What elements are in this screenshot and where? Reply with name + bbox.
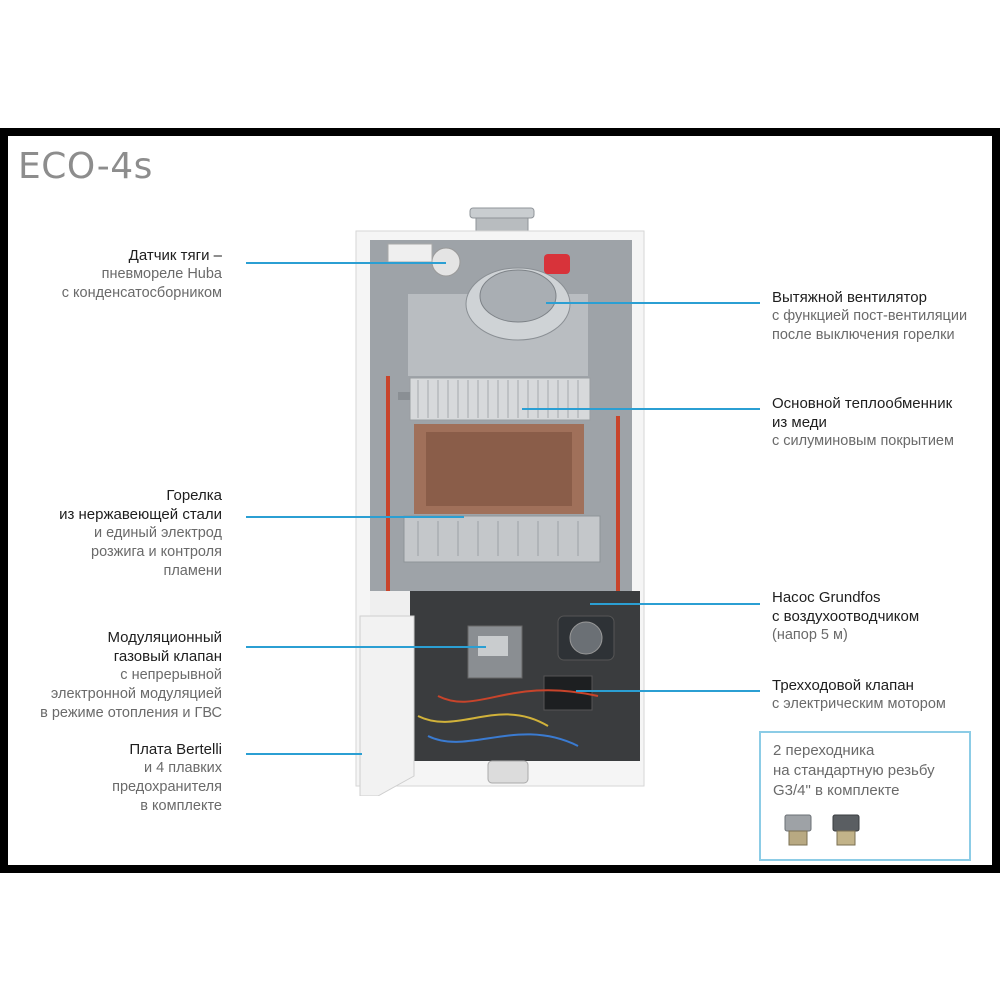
callout-board-line: предохранителя <box>112 779 222 795</box>
callout-burner-line: розжига и контроля <box>91 544 222 560</box>
adapters-line: 2 переходника <box>773 742 875 759</box>
callout-draft-sensor-line: с конденсатосборником <box>61 285 222 301</box>
leader-line <box>246 516 464 518</box>
callout-pump: Насос Grundfos с воздухоотводчиком (напо… <box>772 588 919 645</box>
callout-draft-sensor-title: Датчик тяги – <box>128 247 222 264</box>
callout-fan: Вытяжной вентилятор с функцией пост-вент… <box>772 288 967 345</box>
callout-burner-line: пламени <box>163 563 222 579</box>
callout-heat-exchanger-line: с силуминовым покрытием <box>772 433 954 449</box>
callout-draft-sensor: Датчик тяги – пневмореле Huba с конденса… <box>62 246 222 303</box>
callout-burner-line: и единый электрод <box>93 525 222 541</box>
callout-heat-exchanger-title: Основной теплообменник <box>772 395 953 412</box>
callout-board-line: в комплекте <box>140 798 222 814</box>
callout-three-way-valve: Трехходовой клапан с электрическим мотор… <box>772 676 946 714</box>
adapters-text: 2 переходника на стандартную резьбу G3/4… <box>773 741 935 801</box>
model-title: ECO-4s <box>18 146 153 187</box>
callout-gas-valve-title: Модуляционный <box>107 629 222 646</box>
callout-heat-exchanger-title2: из меди <box>772 414 827 431</box>
callout-gas-valve-line: в режиме отопления и ГВС <box>40 705 222 721</box>
boiler-illustration <box>355 207 645 796</box>
leader-line <box>246 646 486 648</box>
callout-board: Плата Bertelli и 4 плавких предохранител… <box>112 740 222 816</box>
leader-line <box>576 690 760 692</box>
callout-draft-sensor-line: пневмореле Huba <box>101 266 222 282</box>
adapters-line: на стандартную резьбу <box>773 762 935 779</box>
leader-line <box>246 753 362 755</box>
leader-line <box>522 408 760 410</box>
callout-burner: Горелка из нержавеющей стали и единый эл… <box>59 486 222 581</box>
callout-board-line: и 4 плавких <box>144 760 222 776</box>
adapter-fitting-icon <box>784 814 812 846</box>
adapters-line: G3/4" в комплекте <box>773 782 900 799</box>
callout-heat-exchanger: Основной теплообменник из меди с силумин… <box>772 394 954 451</box>
callout-pump-title2: с воздухоотводчиком <box>772 608 920 625</box>
adapters-box: 2 переходника на стандартную резьбу G3/4… <box>759 731 971 861</box>
infographic-panel: ECO-4s <box>8 136 992 865</box>
adapter-fitting-icon <box>832 814 860 846</box>
callout-gas-valve: Модуляционный газовый клапан с непрерывн… <box>40 628 222 723</box>
callout-board-title: Плата Bertelli <box>129 741 222 758</box>
callout-fan-line: с функцией пост-вентиляции <box>772 308 968 324</box>
leader-line <box>246 262 446 264</box>
callout-three-way-valve-title: Трехходовой клапан <box>772 677 914 694</box>
callout-fan-title: Вытяжной вентилятор <box>772 289 927 306</box>
callout-fan-line: после выключения горелки <box>772 327 955 343</box>
leader-line <box>590 603 760 605</box>
callout-pump-title: Насос Grundfos <box>772 589 881 606</box>
callout-burner-title2: из нержавеющей стали <box>59 506 222 523</box>
callout-three-way-valve-line: с электрическим мотором <box>772 696 946 712</box>
callout-gas-valve-line: с непрерывной <box>120 667 222 683</box>
callout-burner-title: Горелка <box>166 487 222 504</box>
leader-line <box>546 302 760 304</box>
callout-gas-valve-title2: газовый клапан <box>113 648 222 665</box>
callout-pump-line: (напор 5 м) <box>772 627 848 643</box>
callout-gas-valve-line: электронной модуляцией <box>50 686 222 702</box>
